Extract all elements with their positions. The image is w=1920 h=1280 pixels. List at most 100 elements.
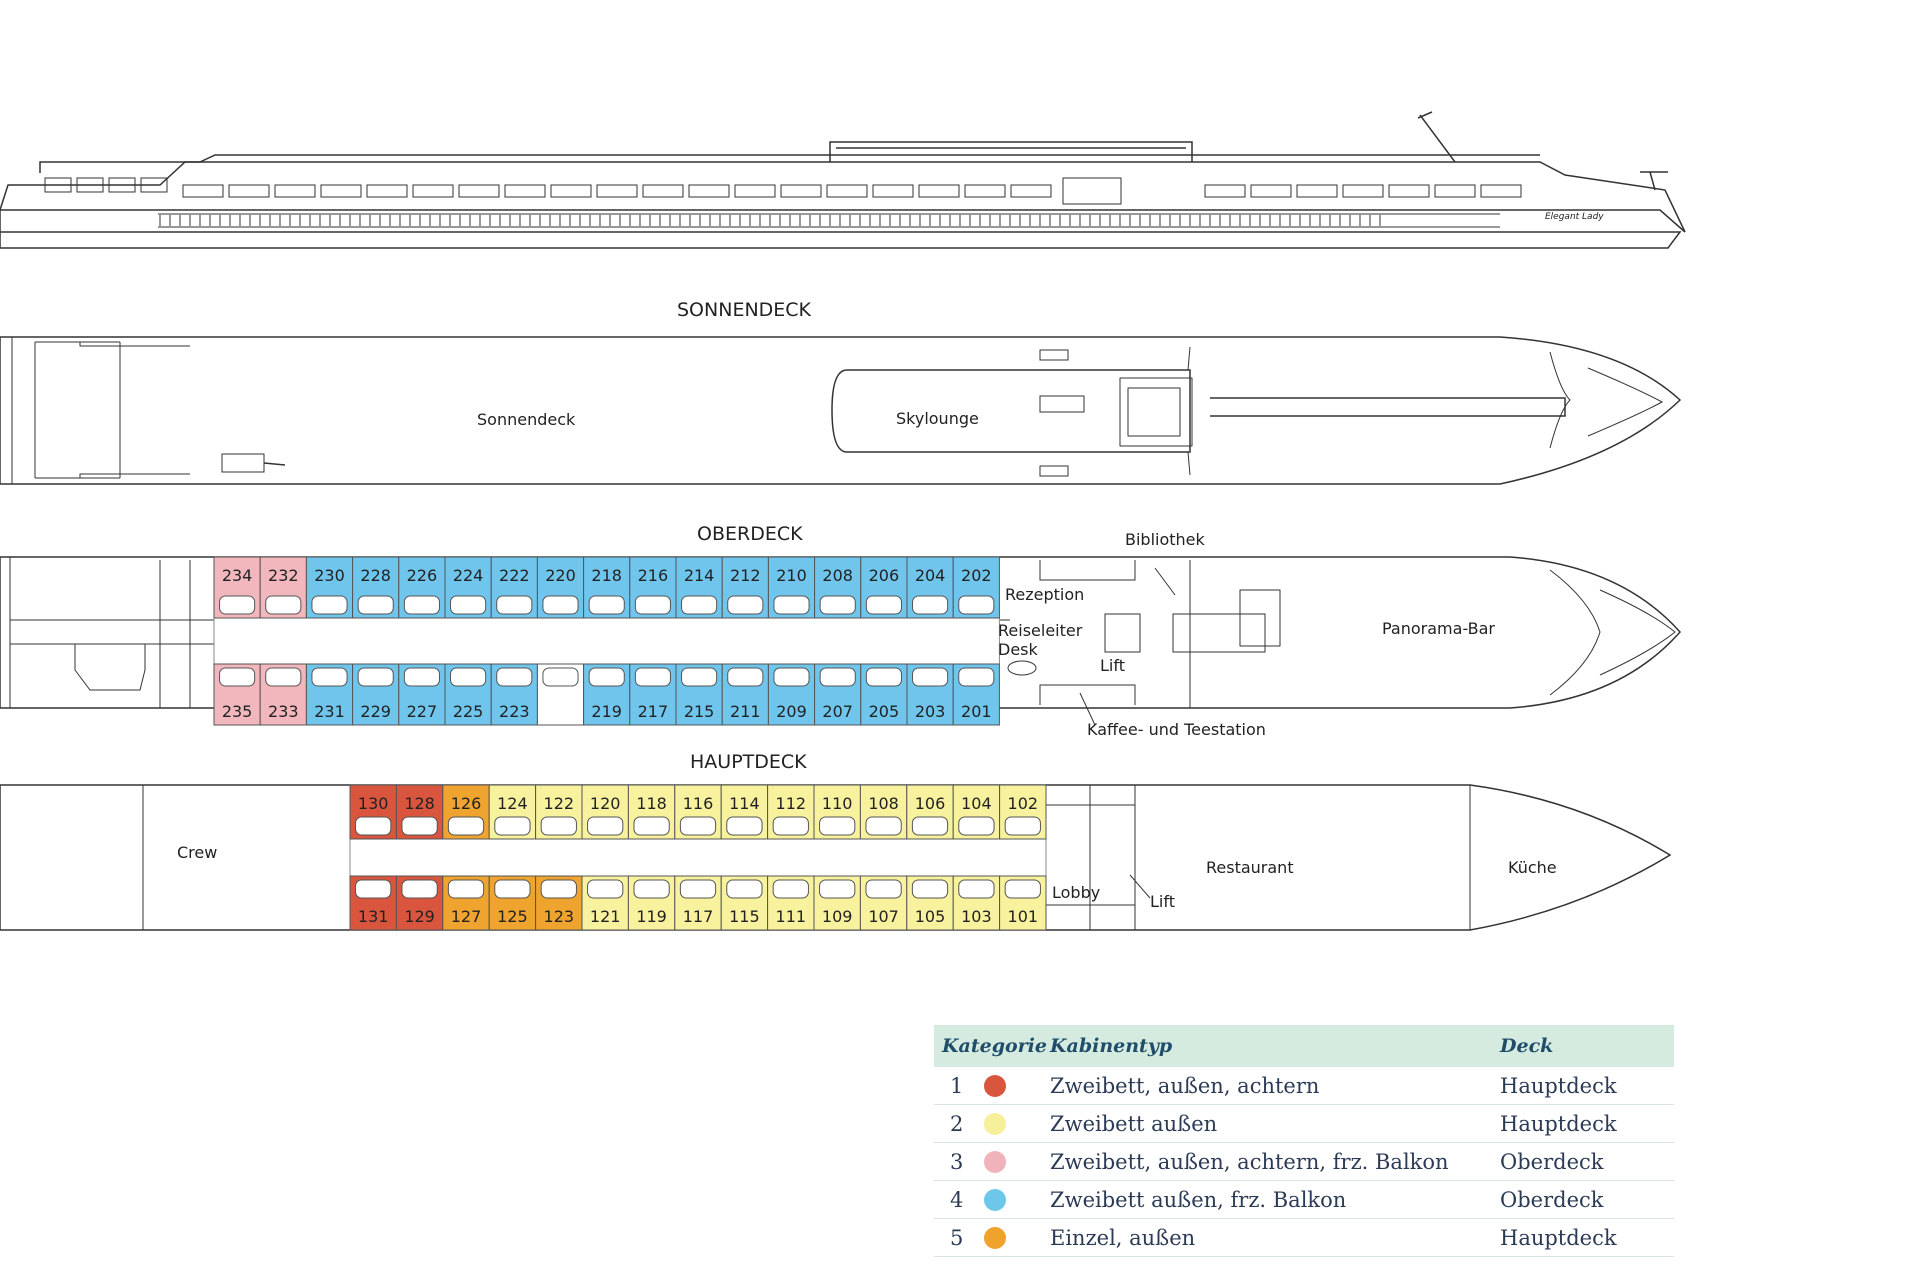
window-icon — [734, 184, 776, 198]
window-icon — [504, 184, 546, 198]
cabin-number: 215 — [684, 702, 715, 721]
window-icon — [918, 184, 960, 198]
legend-header-cabin-type: Kabinentyp — [1050, 1035, 1173, 1057]
cabin-number: 202 — [961, 566, 992, 585]
cabin-number: 219 — [591, 702, 622, 721]
legend-cabin-type: Zweibett, außen, achtern — [1050, 1073, 1320, 1098]
category-color-dot — [984, 1074, 1006, 1097]
sonnendeck-plan — [0, 336, 1682, 485]
cabin-number: 207 — [822, 702, 853, 721]
cabin-number: 114 — [729, 794, 760, 813]
cabin-number: 232 — [268, 566, 299, 585]
window-icon — [872, 184, 914, 198]
cabin-number: 228 — [360, 566, 391, 585]
cabin-number: 117 — [683, 907, 714, 926]
cabin-number: 121 — [590, 907, 621, 926]
window-icon — [458, 184, 500, 198]
window-icon — [688, 184, 730, 198]
lobby-label: Lobby — [1052, 883, 1100, 902]
haupt-lift-label: Lift — [1150, 892, 1175, 911]
cabin-number: 227 — [407, 702, 438, 721]
cabin-number: 214 — [684, 566, 715, 585]
legend-header: Kategorie Kabinentyp Deck — [934, 1025, 1674, 1067]
window-icon — [826, 184, 868, 198]
cabin-number: 112 — [776, 794, 807, 813]
legend-deck: Hauptdeck — [1500, 1225, 1617, 1250]
legend-category-number: 3 — [950, 1149, 964, 1174]
window-icon — [320, 184, 362, 198]
cabin-number: 127 — [451, 907, 482, 926]
legend-category-number: 1 — [950, 1073, 964, 1098]
restaurant-label: Restaurant — [1206, 858, 1294, 877]
window-icon — [228, 184, 270, 198]
window-icon — [1434, 184, 1476, 198]
window-icon — [1296, 184, 1338, 198]
cabin-number: 229 — [360, 702, 391, 721]
cabin-number: 128 — [404, 794, 435, 813]
legend-row: 2 Zweibett außen Hauptdeck — [934, 1105, 1674, 1143]
cabin-number: 107 — [868, 907, 899, 926]
cabin-number: 208 — [822, 566, 853, 585]
cabin-number: 212 — [730, 566, 761, 585]
cabin-number: 220 — [545, 566, 576, 585]
cabin-number: 204 — [915, 566, 946, 585]
cabin-number: 210 — [776, 566, 807, 585]
cabin-number: 125 — [497, 907, 528, 926]
legend-row: 1 Zweibett, außen, achtern Hauptdeck — [934, 1067, 1674, 1105]
legend-cabin-type: Einzel, außen — [1050, 1225, 1196, 1250]
legend-header-category: Kategorie — [942, 1035, 1047, 1057]
window-icon — [366, 184, 408, 198]
cabin-number: 105 — [915, 907, 946, 926]
window-icon — [1204, 184, 1246, 198]
cabin-number: 116 — [683, 794, 714, 813]
legend-deck: Oberdeck — [1500, 1187, 1604, 1212]
cabin-number: 103 — [961, 907, 992, 926]
cabin-number: 101 — [1008, 907, 1039, 926]
kueche-label: Küche — [1508, 858, 1557, 877]
oberdeck-title: OBERDECK — [697, 523, 803, 545]
cabin-number: 216 — [638, 566, 669, 585]
ship-name-label: Elegant Lady — [1545, 212, 1604, 222]
window-icon — [1480, 184, 1522, 198]
cabin-number: 120 — [590, 794, 621, 813]
cabin-number: 201 — [961, 702, 992, 721]
cabin-number: 209 — [776, 702, 807, 721]
legend-row: 3 Zweibett, außen, achtern, frz. Balkon … — [934, 1143, 1674, 1181]
cabin-number: 111 — [776, 907, 807, 926]
legend-deck: Hauptdeck — [1500, 1073, 1617, 1098]
category-color-dot — [984, 1112, 1006, 1135]
window-icon — [412, 184, 454, 198]
cabin-number: 130 — [358, 794, 389, 813]
cabin-number: 225 — [453, 702, 484, 721]
window-icon — [1388, 184, 1430, 198]
cabin-number: 123 — [544, 907, 575, 926]
cabin-number: 226 — [407, 566, 438, 585]
cabin-number: 206 — [869, 566, 900, 585]
desk-label: Desk — [998, 640, 1039, 659]
legend-cabin-type: Zweibett außen — [1050, 1111, 1218, 1136]
cabin-number: 122 — [544, 794, 575, 813]
cabin-number: 235 — [222, 702, 253, 721]
crew-label: Crew — [177, 843, 217, 862]
cabin-number: 218 — [591, 566, 622, 585]
door-icon — [1062, 177, 1122, 205]
cabin-number: 109 — [822, 907, 853, 926]
skylounge-label: Skylounge — [896, 409, 979, 428]
window-icon — [550, 184, 592, 198]
cabin-number: 203 — [915, 702, 946, 721]
window-icon — [596, 184, 638, 198]
hauptdeck-title: HAUPTDECK — [690, 751, 807, 773]
legend-deck: Oberdeck — [1500, 1149, 1604, 1174]
category-color-dot — [984, 1150, 1006, 1173]
cabin-number: 205 — [869, 702, 900, 721]
legend-row: 5 Einzel, außen Hauptdeck — [934, 1219, 1674, 1257]
rezeption-label: Rezeption — [1005, 585, 1084, 604]
reiseleiter-label: Reiseleiter — [998, 621, 1083, 640]
category-legend: Kategorie Kabinentyp Deck 1 Zweibett, au… — [934, 1025, 1674, 1257]
cabin-number: 230 — [314, 566, 345, 585]
legend-header-deck: Deck — [1500, 1035, 1554, 1057]
window-icon — [642, 184, 684, 198]
window-icon — [1250, 184, 1292, 198]
